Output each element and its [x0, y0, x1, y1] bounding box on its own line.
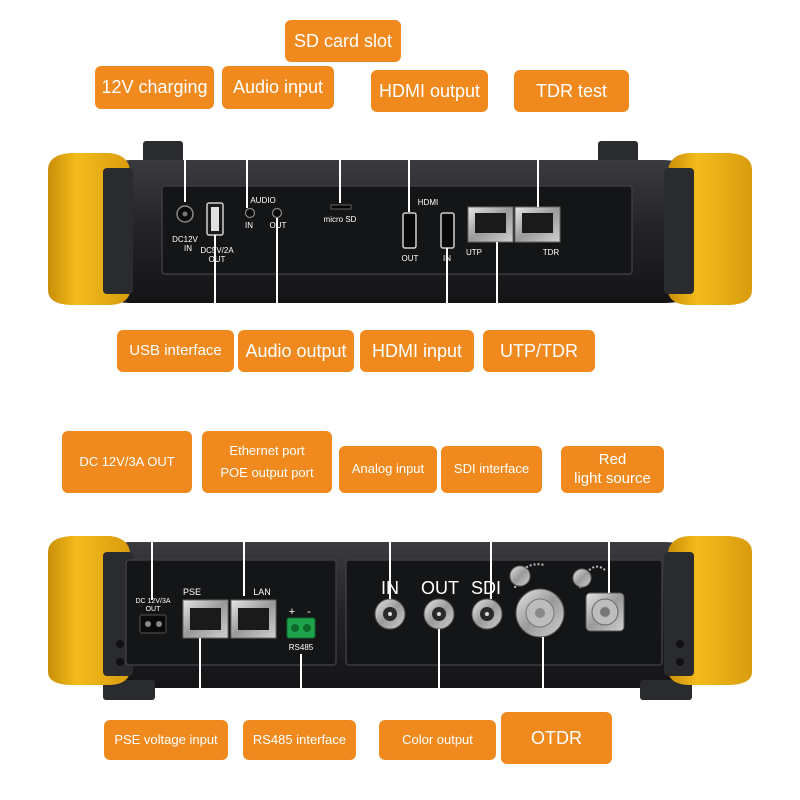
utp-text: UTP — [466, 248, 482, 257]
ethernet-line1: Ethernet port — [229, 442, 305, 458]
lan-text: LAN — [253, 587, 271, 597]
bnc-sdi-connector — [471, 598, 503, 630]
bottom-device: DC 12V/3A OUT PSE LAN + - RS485 IN OUT S… — [48, 536, 752, 700]
bottom-leader-lines — [151, 492, 610, 720]
analog-input-label: Analog input — [339, 446, 437, 493]
bnc-sdi-text: SDI — [471, 578, 501, 598]
rs485-interface-label: RS485 interface — [243, 720, 356, 760]
rs485-text: RS485 — [289, 643, 314, 652]
hdmi-output-label: HDMI output — [371, 70, 488, 112]
micro-sd-text: micro SD — [324, 215, 357, 224]
bnc-out-connector — [423, 598, 455, 630]
utp-tdr-label: UTP/TDR — [483, 330, 595, 372]
dc5v-out-text: OUT — [209, 255, 226, 264]
charging-label: 12V charging — [95, 66, 214, 109]
rs485-minus-text: - — [307, 606, 311, 618]
color-output-label: Color output — [379, 720, 496, 760]
red-light-line2: light source — [574, 469, 651, 487]
sd-card-slot-label: SD card slot — [285, 20, 401, 62]
pse-voltage-label: PSE voltage input — [104, 720, 228, 760]
red-light-connector — [572, 565, 625, 632]
dc12v-text: DC12V — [172, 235, 198, 244]
rs485-plus-text: + — [289, 606, 295, 618]
tdr-text: TDR — [543, 248, 560, 257]
top-device: DC12V IN DC5V/2A OUT AUDIO IN OUT micro … — [48, 141, 752, 305]
dc5v-text: DC5V/2A — [200, 246, 234, 255]
ethernet-line2: POE output port — [220, 465, 314, 480]
red-light-line1: Red — [598, 450, 627, 468]
usb-interface-label: USB interface — [117, 330, 234, 372]
dc-out-label: DC 12V/3A OUT — [62, 431, 192, 493]
audio-out-text: OUT — [270, 221, 287, 230]
dc12v3a-text: DC 12V/3A — [135, 598, 170, 605]
sdi-interface-label: SDI interface — [441, 446, 542, 493]
red-light-source-label: Red light source — [561, 446, 664, 493]
audio-output-label: Audio output — [238, 330, 354, 372]
hdmi-input-label: HDMI input — [360, 330, 474, 372]
ethernet-poe-label: Ethernet port POE output port — [202, 431, 332, 493]
dc-out-text: OUT — [146, 606, 162, 613]
bnc-out-text: OUT — [421, 578, 459, 598]
dc12v-in-text: IN — [184, 244, 192, 253]
audio-text: AUDIO — [250, 196, 275, 205]
hdmi-out-text: OUT — [402, 254, 419, 263]
otdr-connector — [509, 563, 565, 638]
hdmi-text: HDMI — [418, 198, 438, 207]
otdr-label: OTDR — [501, 712, 612, 764]
top-leader-lines — [184, 62, 539, 330]
pse-text: PSE — [183, 587, 201, 597]
bnc-in-connector — [374, 598, 406, 630]
audio-in-text: IN — [245, 221, 253, 230]
tdr-test-label: TDR test — [514, 70, 629, 112]
audio-input-label: Audio input — [222, 66, 334, 109]
